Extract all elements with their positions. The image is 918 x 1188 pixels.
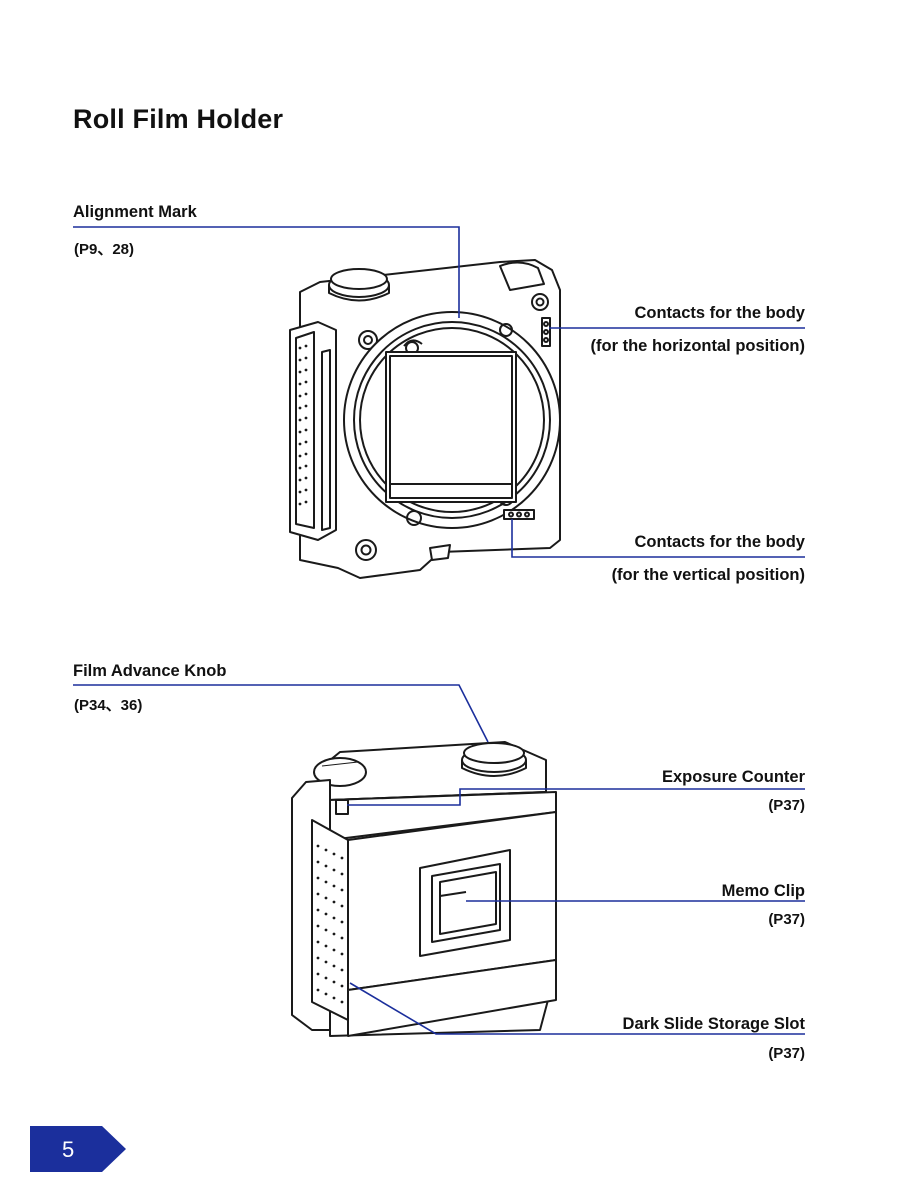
contacts-horizontal-label: Contacts for the body xyxy=(634,304,805,322)
bottom-callout-lines xyxy=(73,684,805,1035)
bottom-grip-dots xyxy=(316,844,344,1004)
bottom-holder-drawing xyxy=(291,741,557,1037)
page-number-badge xyxy=(30,1126,126,1172)
dark-slide-slot-label: Dark Slide Storage Slot xyxy=(622,1015,805,1033)
alignment-mark-label: Alignment Mark xyxy=(73,203,197,221)
film-advance-knob-leader xyxy=(73,684,489,743)
film-advance-knob-ref: (P34、36) xyxy=(74,697,143,714)
contacts-vertical-leader xyxy=(511,519,805,558)
contacts-horizontal-sub: (for the horizontal position) xyxy=(590,337,805,355)
exposure-counter-label: Exposure Counter xyxy=(661,768,805,786)
memo-clip-label: Memo Clip xyxy=(721,882,805,900)
dark-slide-slot-ref: (P37) xyxy=(768,1045,805,1062)
memo-clip-ref: (P37) xyxy=(768,911,805,928)
contacts-vertical-sub: (for the vertical position) xyxy=(611,566,805,584)
top-callout-lines xyxy=(73,226,805,558)
page-number: 5 xyxy=(62,1137,75,1162)
exposure-counter-ref: (P37) xyxy=(768,797,805,814)
contacts-vertical-label: Contacts for the body xyxy=(634,533,805,551)
alignment-mark-ref: (P9、28) xyxy=(74,241,135,258)
top-grip-dots xyxy=(298,344,308,506)
top-holder-drawing xyxy=(289,259,561,579)
film-advance-knob-label: Film Advance Knob xyxy=(73,662,227,680)
alignment-mark-leader xyxy=(73,226,460,318)
page-title: Roll Film Holder xyxy=(73,104,284,134)
exposure-counter-leader xyxy=(347,788,805,806)
dark-slide-slot-leader xyxy=(349,982,805,1035)
